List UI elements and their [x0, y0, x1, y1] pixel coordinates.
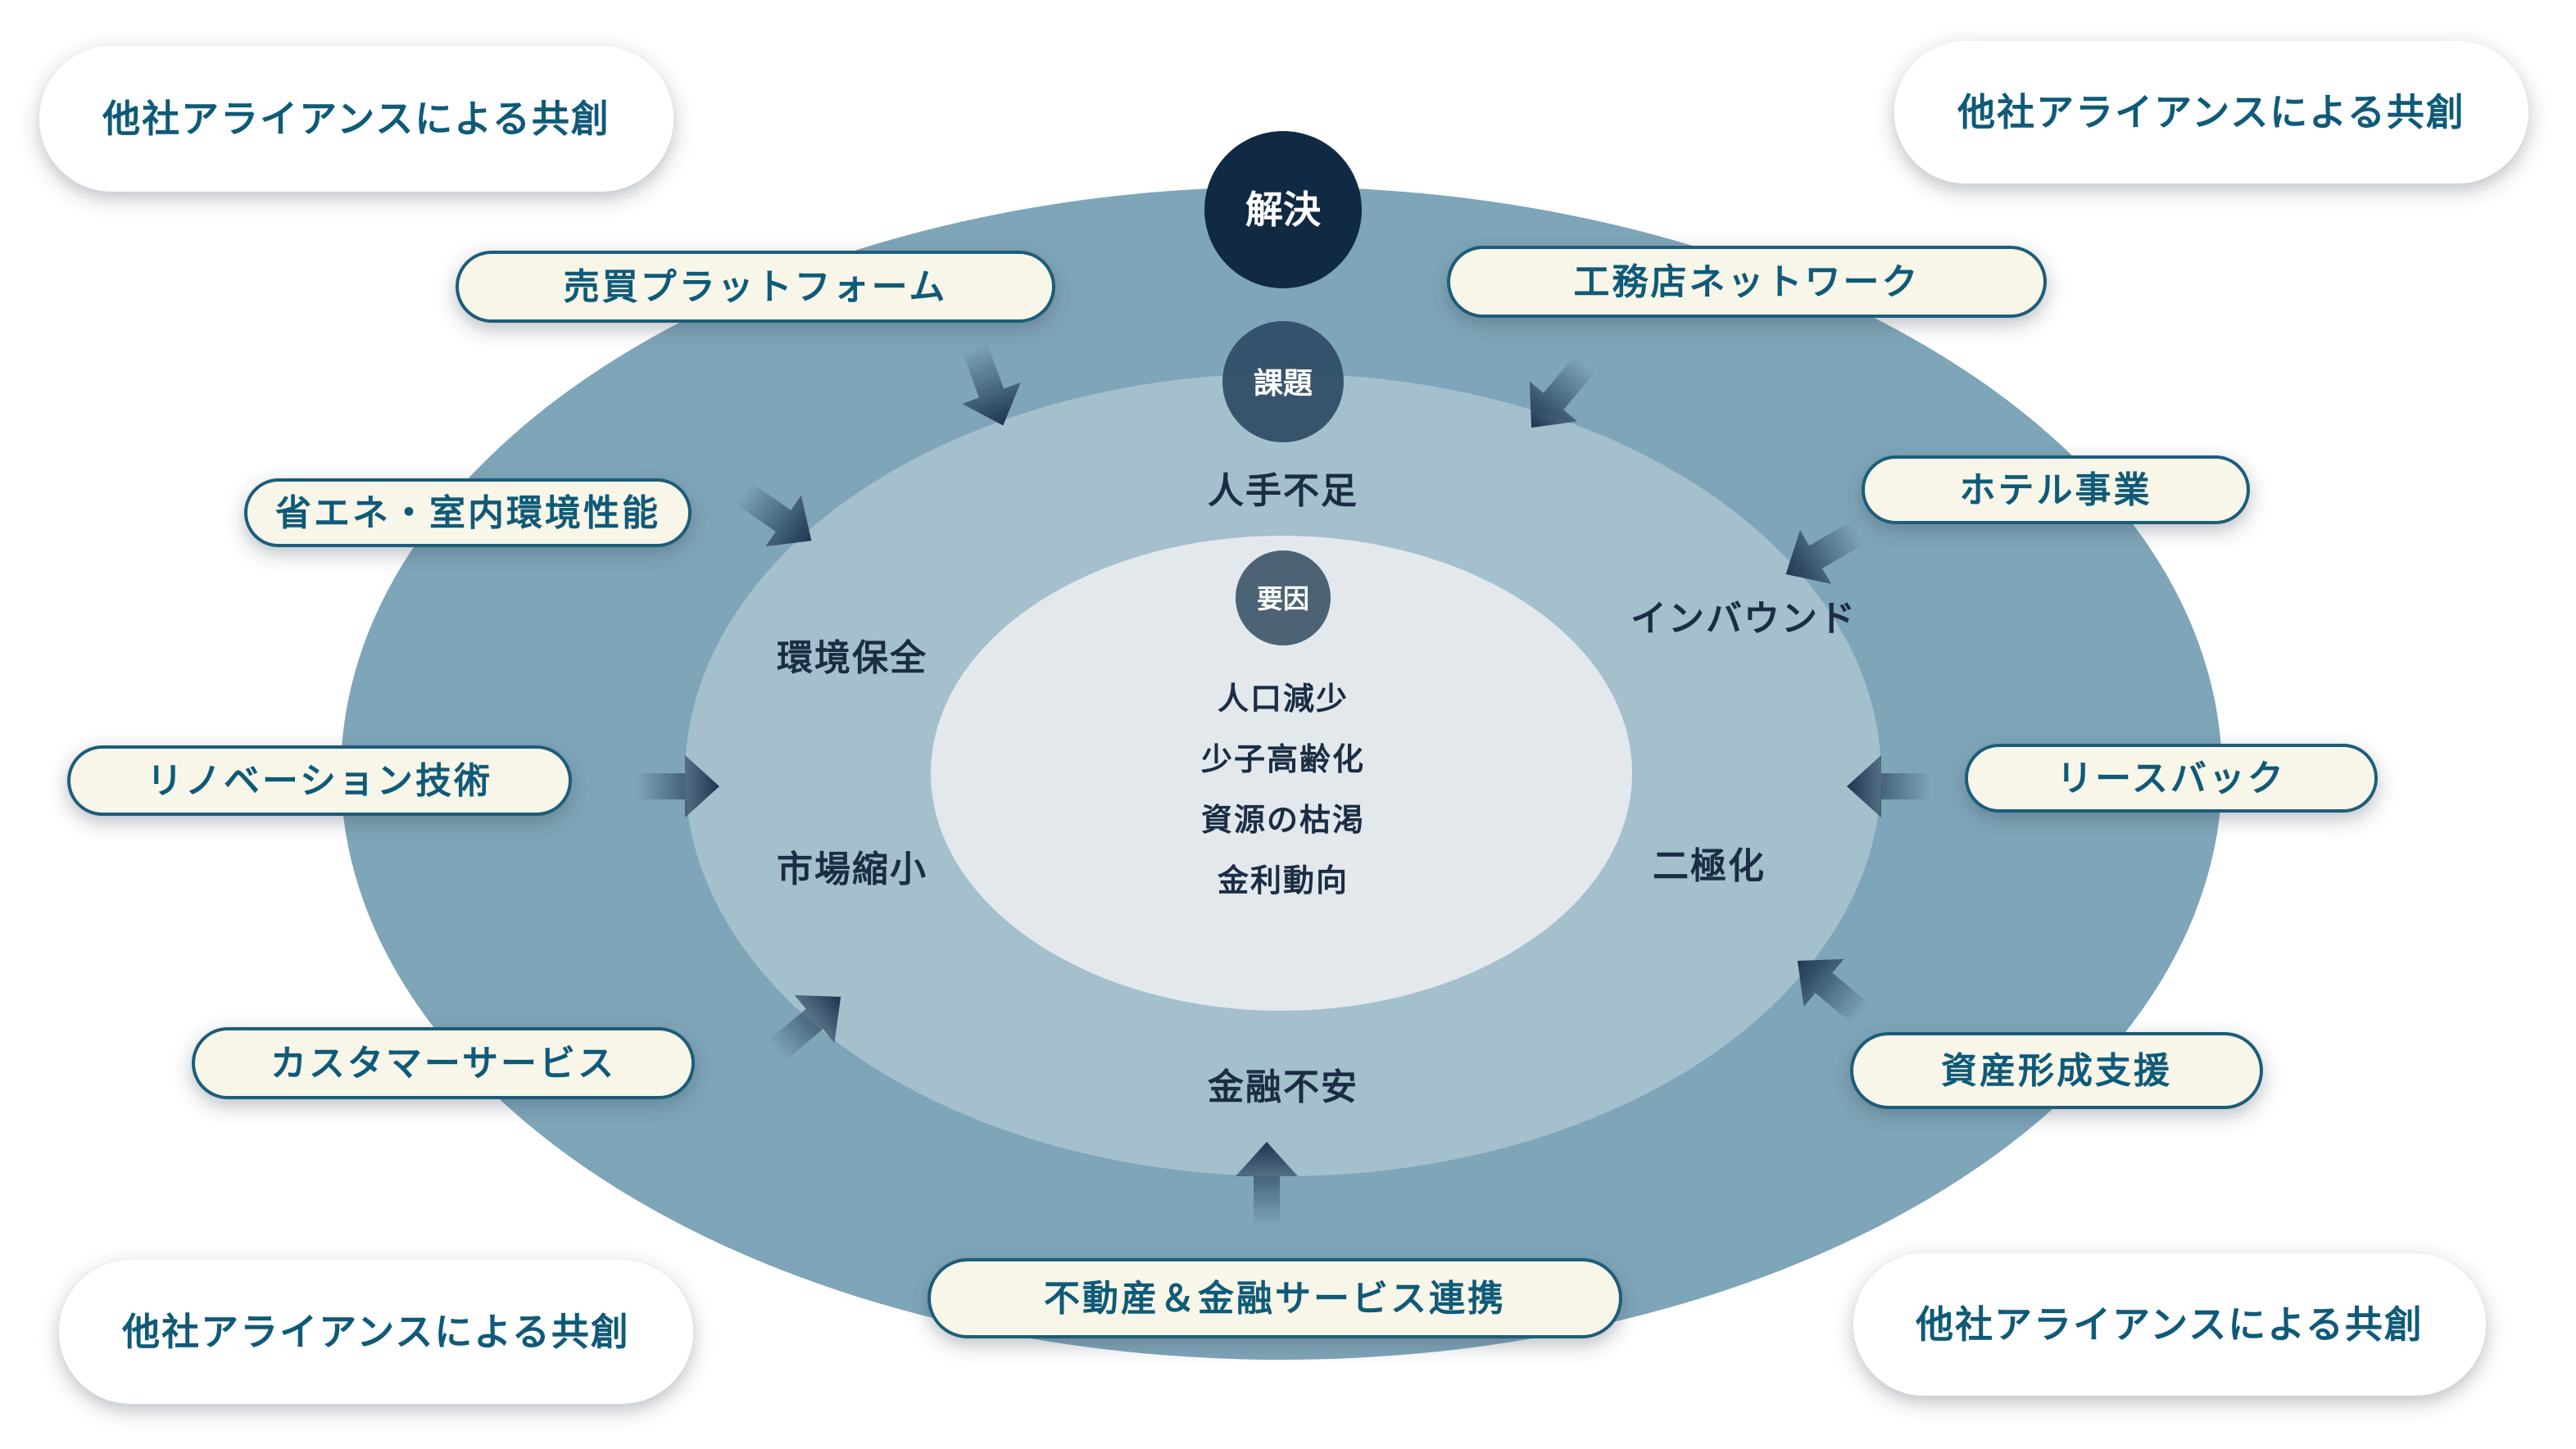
- solution-label: 省エネ・室内環境性能: [275, 492, 660, 534]
- alliance-bubble: 他社アライアンスによる共創: [1894, 41, 2528, 183]
- issue-label: 金融不安: [1207, 1066, 1358, 1108]
- inward-arrow-icon: [1785, 521, 1865, 584]
- alliance-label: 他社アライアンスによる共創: [1957, 90, 2465, 134]
- alliance-label: 他社アライアンスによる共創: [102, 97, 610, 141]
- issue-label: インバウンド: [1630, 598, 1857, 640]
- issue-label: 人手不足: [1208, 470, 1358, 512]
- solution-pill: カスタマーサービス: [192, 1027, 695, 1099]
- inward-arrow-icon: [735, 482, 812, 547]
- inward-arrow-icon: [636, 755, 719, 817]
- cause-label: 少子高齢化: [1201, 741, 1365, 777]
- inward-arrow-icon: [1236, 1142, 1298, 1225]
- alliance-label: 他社アライアンスによる共創: [1915, 1302, 2424, 1347]
- solution-label: リースバック: [2057, 758, 2286, 799]
- solution-badge-label: 解決: [1245, 188, 1321, 232]
- solution-label: ホテル事業: [1960, 469, 2152, 511]
- alliance-bubble: 他社アライアンスによる共創: [59, 1260, 693, 1404]
- solution-pill: リノベーション技術: [67, 745, 572, 816]
- solution-label: 売買プラットフォーム: [564, 266, 948, 308]
- solution-pill: リースバック: [1965, 744, 2378, 813]
- inner-ring-causes: [931, 536, 1632, 1011]
- alliance-bubble: 他社アライアンスによる共創: [39, 46, 673, 192]
- solution-pill: 不動産＆金融サービス連携: [927, 1258, 1622, 1338]
- solution-pill: 売買プラットフォーム: [456, 251, 1055, 323]
- alliance-bubble: 他社アライアンスによる共創: [1853, 1253, 2486, 1396]
- solution-pill: 省エネ・室内環境性能: [244, 478, 692, 547]
- solution-label: 工務店ネットワーク: [1574, 261, 1921, 303]
- solution-label: カスタマーサービス: [270, 1043, 616, 1084]
- cause-label: 人口減少: [1218, 681, 1349, 717]
- cause-badge: 要因: [1236, 550, 1331, 645]
- solution-badge: 解決: [1204, 131, 1362, 288]
- issue-badge-label: 課題: [1254, 367, 1313, 401]
- issue-badge: 課題: [1222, 321, 1344, 442]
- cause-label: 金利動向: [1217, 863, 1349, 899]
- solution-label: リノベーション技術: [147, 760, 492, 802]
- issue-label: 環境保全: [777, 637, 927, 679]
- solution-label: 不動産＆金融サービス連携: [1044, 1278, 1506, 1320]
- issue-label: 市場縮小: [777, 849, 927, 890]
- inward-arrow-icon: [1847, 755, 1930, 817]
- solution-pill: 工務店ネットワーク: [1447, 246, 2047, 318]
- inward-arrow-icon: [768, 994, 841, 1061]
- inward-arrow-icon: [1529, 355, 1595, 428]
- inward-arrow-icon: [1797, 958, 1871, 1025]
- cause-badge-label: 要因: [1257, 583, 1309, 614]
- solution-pill: 資産形成支援: [1850, 1032, 2263, 1109]
- inward-arrow-icon: [962, 342, 1021, 426]
- alliance-label: 他社アライアンスによる共創: [121, 1310, 630, 1354]
- issue-label: 二極化: [1653, 845, 1766, 887]
- solution-pill: ホテル事業: [1862, 455, 2250, 524]
- cause-label: 資源の枯渇: [1201, 802, 1365, 838]
- solution-label: 資産形成支援: [1941, 1050, 2172, 1092]
